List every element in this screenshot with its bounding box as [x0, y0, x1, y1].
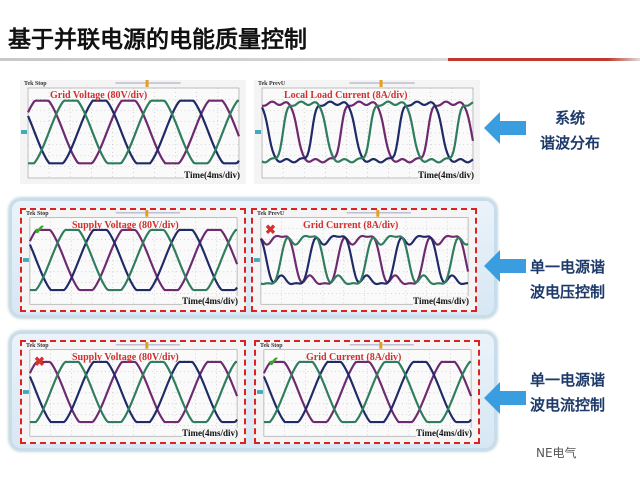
scope-time-label: Time(4ms/div)	[413, 296, 469, 306]
waveform-plot	[256, 342, 473, 437]
watermark: NE电气	[536, 446, 577, 460]
waveform-plot	[21, 80, 241, 179]
scope-time-label: Time(4ms/div)	[418, 170, 474, 180]
arrow-left-icon	[484, 382, 526, 414]
phase-waveform	[261, 100, 474, 164]
row-description-line: 单一电源谐	[530, 258, 606, 276]
phase-waveform	[262, 360, 472, 424]
scope-header: Tek PrevU	[258, 81, 286, 87]
scope-signal-label: Local Load Current (8A/div)	[284, 90, 408, 101]
scope-signal-label: Grid Current (8A/div)	[303, 220, 399, 231]
phase-waveform	[29, 228, 238, 292]
phase-waveform	[260, 234, 469, 286]
oscilloscope-capture: Tek PrevU Local Load Current (8A/div) Time…	[254, 80, 480, 184]
phase-waveform	[28, 360, 238, 424]
row-description-line: 系统	[555, 109, 586, 127]
waveform-plot	[22, 342, 239, 437]
row-description-line: 谐波分布	[540, 134, 601, 152]
phase-waveform	[261, 100, 475, 164]
phase-waveform	[259, 234, 469, 286]
arrow-left-icon	[484, 112, 526, 144]
scope-time-label: Time(4ms/div)	[416, 428, 472, 438]
scope-time-label: Time(4ms/div)	[182, 296, 238, 306]
slide-title: 基于并联电源的电能质量控制	[8, 27, 307, 53]
phase-waveform	[263, 360, 472, 424]
oscilloscope-capture: Tek Stop ✔ Supply Voltage (80V/div) Time(4m…	[20, 208, 246, 312]
scope-signal-label: Grid Voltage (80V/div)	[50, 90, 148, 101]
phase-waveform	[262, 360, 473, 424]
waveform-plot	[255, 80, 475, 179]
phase-waveform	[29, 360, 238, 424]
scope-header: Tek Stop	[24, 81, 47, 87]
row-description: 系统谐波分布	[540, 106, 600, 156]
phase-waveform	[261, 100, 474, 164]
row-description-line: 单一电源谐	[530, 371, 606, 389]
cross-icon: ✖	[265, 222, 276, 237]
phase-waveform	[28, 99, 240, 165]
scope-header: Tek Stop	[26, 343, 49, 349]
arrow-left-icon	[484, 250, 526, 282]
title-divider	[0, 58, 640, 61]
scope-time-label: Time(4ms/div)	[184, 170, 240, 180]
cross-icon: ✖	[34, 354, 45, 369]
phase-waveform	[28, 360, 239, 424]
scope-header: Tek Stop	[26, 211, 49, 217]
oscilloscope-capture: Tek Stop ✖ Supply Voltage (80V/div) Time(4m…	[20, 340, 246, 444]
phase-waveform	[28, 228, 239, 292]
scope-header: Tek PrevU	[257, 211, 285, 217]
row-description-line: 波电流控制	[530, 396, 606, 414]
phase-waveform	[28, 228, 238, 292]
oscilloscope-capture: Tek Stop ✔ Grid Current (8A/div) Time(4ms/d…	[254, 340, 480, 444]
scope-signal-label: Supply Voltage (80V/div)	[72, 220, 179, 231]
oscilloscope-capture: Tek PrevU ✖ Grid Current (8A/div) Time(4ms/…	[251, 208, 477, 312]
check-icon: ✔	[34, 222, 45, 237]
scope-header: Tek Stop	[260, 343, 283, 349]
scope-signal-label: Supply Voltage (80V/div)	[72, 352, 179, 363]
row-description-line: 波电压控制	[530, 283, 606, 301]
phase-waveform	[27, 99, 240, 165]
scope-signal-label: Grid Current (8A/div)	[306, 352, 402, 363]
check-icon: ✔	[268, 354, 279, 369]
waveform-plot	[22, 210, 239, 305]
phase-waveform	[27, 99, 241, 165]
row-description: 单一电源谐波电流控制	[530, 368, 605, 418]
scope-time-label: Time(4ms/div)	[182, 428, 238, 438]
waveform-plot	[253, 210, 470, 305]
row-description: 单一电源谐波电压控制	[530, 255, 605, 305]
